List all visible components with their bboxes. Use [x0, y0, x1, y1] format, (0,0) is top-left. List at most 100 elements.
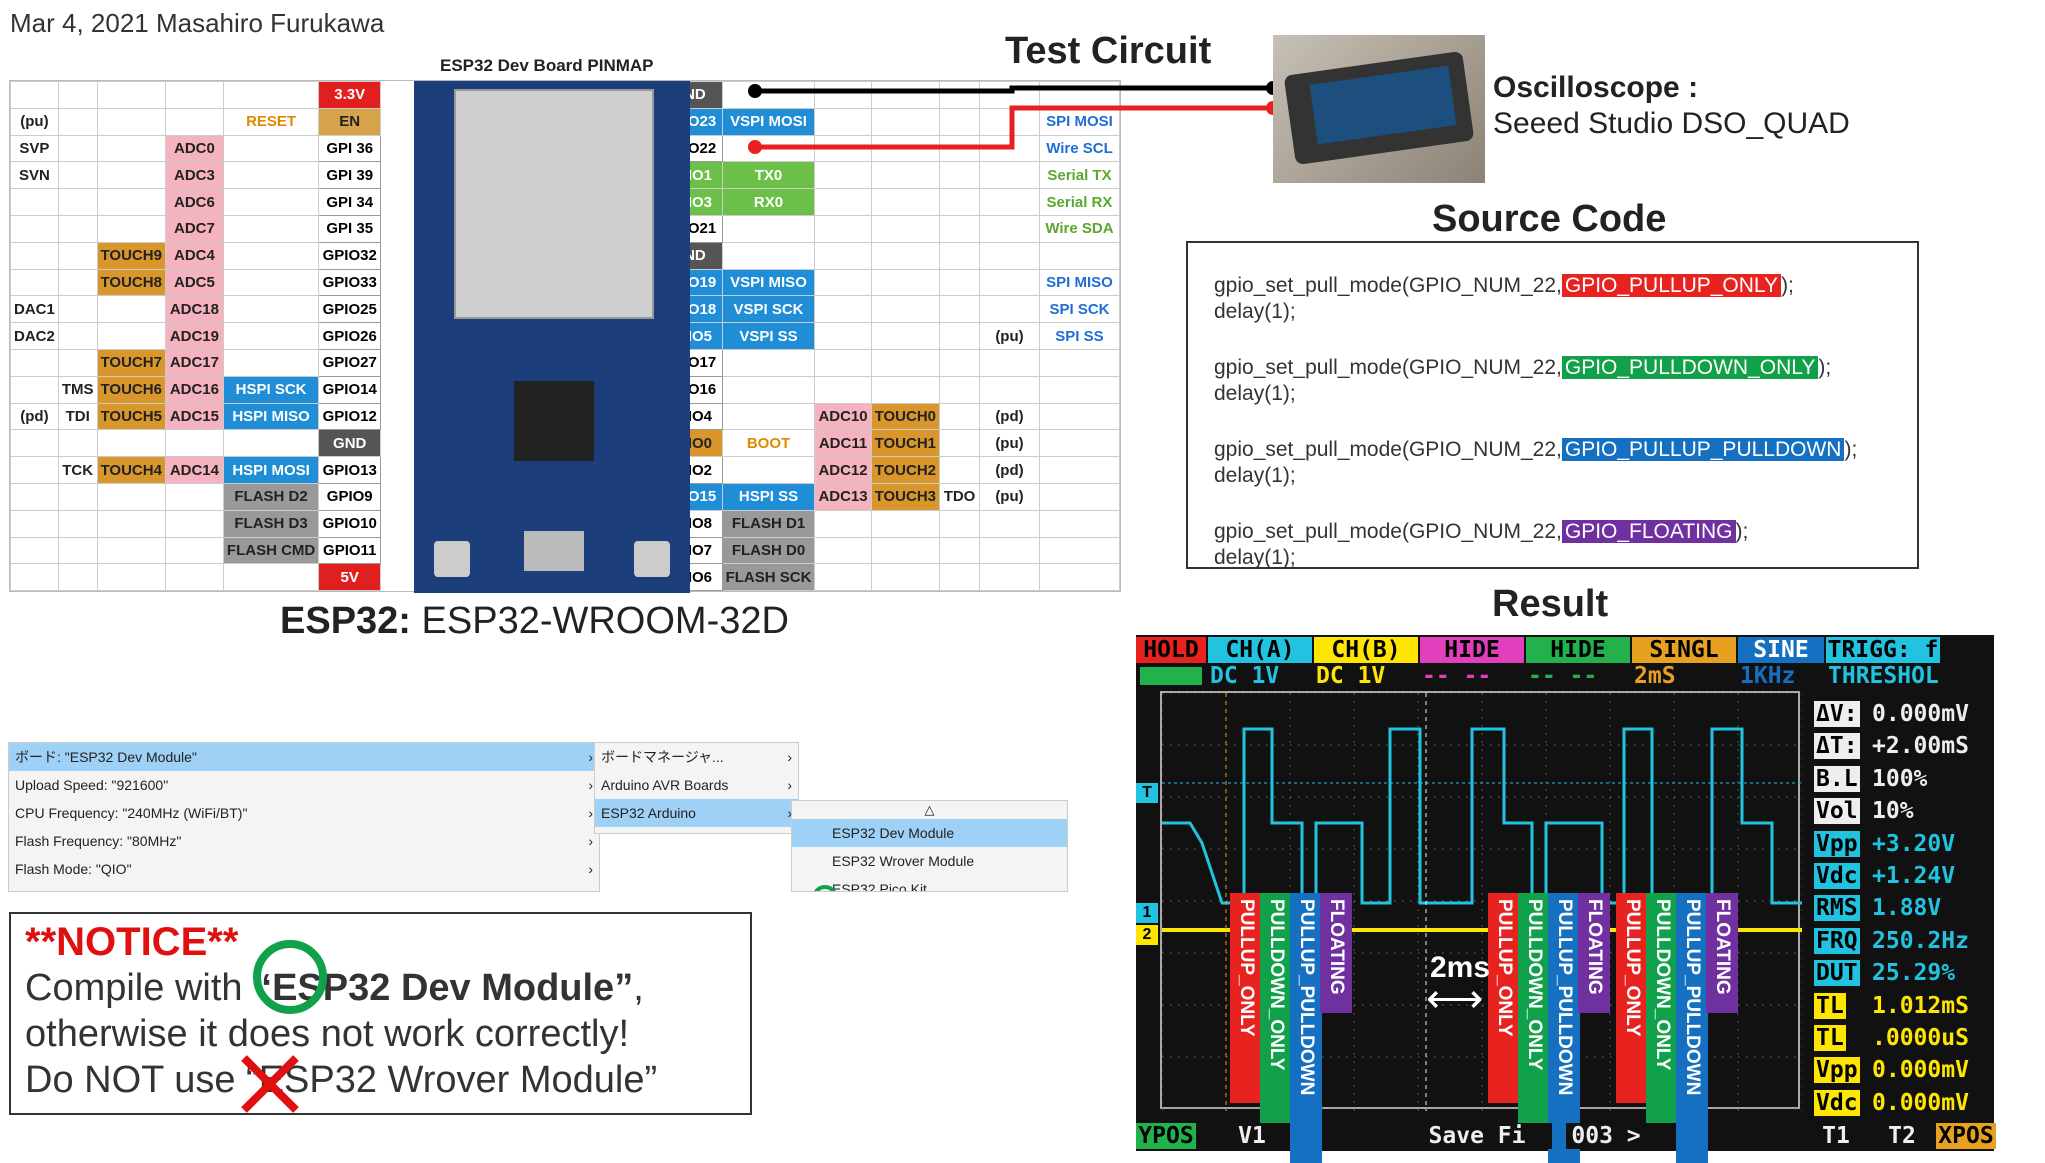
code-prefix: gpio_set_pull_mode(GPIO_NUM_22,: [1214, 356, 1562, 379]
scope-readout-value: 100%: [1872, 765, 1928, 792]
pin-cell-right: [979, 214, 1040, 243]
scope-top-label[interactable]: CH(A): [1208, 637, 1312, 663]
pin-cell-right: [721, 375, 816, 404]
board-menu-item[interactable]: Flash Frequency: "80MHz"›: [9, 827, 599, 855]
board-list-item[interactable]: ESP32 Wrover Module: [792, 847, 1067, 875]
chevron-right-icon: ›: [588, 777, 593, 793]
pin-cell-left: (pd): [10, 402, 59, 431]
pin-cell-left: [96, 322, 166, 350]
scope-bottom-label[interactable]: T2: [1872, 1123, 1932, 1149]
pin-cell-right: [870, 295, 941, 324]
scope-readout-value: 0.000mV: [1872, 1057, 1969, 1084]
sub-menu-item[interactable]: Arduino AVR Boards›: [595, 771, 798, 799]
pin-cell-left: GPIO13: [318, 456, 382, 484]
scope-bottom-label[interactable]: V1: [1222, 1123, 1282, 1149]
pin-cell-left: GPI 36: [318, 134, 382, 163]
pin-cell-right: [939, 509, 981, 538]
board-list-item[interactable]: ESP32 Dev Module: [792, 819, 1067, 847]
pin-cell-right: VSPI SS: [721, 322, 816, 350]
pin-cell-right: TOUCH0: [870, 402, 941, 431]
pin-cell-left: HSPI MISO: [222, 402, 320, 431]
pin-cell-right: Wire SDA: [1038, 214, 1121, 243]
notice-line-1-bold: “ESP32 Dev Module”: [253, 967, 634, 1009]
code-prefix: gpio_set_pull_mode(GPIO_NUM_22,: [1214, 438, 1562, 461]
pin-cell-left: [164, 81, 224, 109]
source-code-box: gpio_set_pull_mode(GPIO_NUM_22,GPIO_PULL…: [1186, 241, 1919, 569]
tools-menu: ボード: "ESP32 Dev Module"›Upload Speed: "9…: [8, 742, 600, 892]
pin-cell-left: GPIO14: [318, 375, 382, 404]
pulse-label: FLOATING: [1578, 893, 1610, 1013]
scope-readout-value: 0.000mV: [1872, 701, 1969, 727]
esp32-caption-bold: ESP32:: [280, 600, 411, 642]
pin-cell-left: [96, 429, 166, 458]
scroll-up-icon[interactable]: △: [924, 802, 935, 817]
pin-cell-left: [57, 322, 98, 350]
scope-bottom-label[interactable]: Save Fi: [1402, 1123, 1552, 1149]
scope-readout-value: 1.88V: [1872, 895, 1942, 922]
pin-cell-left: GPIO26: [318, 322, 382, 350]
scope-readout-value: 250.2Hz: [1872, 927, 1969, 954]
pulse-label: PULLDOWN_ONLY: [1646, 893, 1678, 1123]
scope-top-label[interactable]: CH(B): [1314, 637, 1418, 663]
pin-cell-left: GPIO11: [318, 536, 382, 565]
gnd-wire: [755, 85, 1273, 94]
pin-cell-left: [57, 295, 98, 324]
board-list-label: ESP32 Pico Kit: [832, 881, 927, 892]
scope-bottom-label[interactable]: YPOS: [1136, 1123, 1196, 1149]
pin-cell-right: SPI SCK: [1038, 295, 1121, 324]
pulse-label: FLOATING: [1320, 893, 1352, 1013]
pin-cell-right: [870, 563, 941, 592]
pin-cell-left: DAC2: [10, 322, 59, 350]
scope-top-label[interactable]: HIDE: [1420, 637, 1524, 663]
scope-top-label[interactable]: HIDE: [1526, 637, 1630, 663]
board-menu-item[interactable]: ボード: "ESP32 Dev Module"›: [9, 743, 599, 771]
code-prefix: gpio_set_pull_mode(GPIO_NUM_22,: [1214, 274, 1562, 297]
board-menu-item[interactable]: CPU Frequency: "240MHz (WiFi/BT)"›: [9, 799, 599, 827]
scope-bottom-label[interactable]: T1: [1806, 1123, 1866, 1149]
board-list-item[interactable]: ESP32 Pico Kit: [792, 875, 1067, 892]
span-arrow: ⟷: [1426, 977, 1484, 1021]
scope-top-label[interactable]: SINE: [1738, 637, 1824, 663]
pin-cell-left: FLASH D2: [222, 482, 320, 511]
pin-cell-left: RESET: [222, 107, 320, 136]
source-code-title: Source Code: [1432, 198, 1667, 240]
scope-top-label[interactable]: TRIGG: f: [1826, 637, 1940, 663]
pin-cell-right: [721, 214, 816, 243]
battery-icon: [1140, 667, 1202, 685]
pin-cell-right: [814, 161, 872, 190]
pin-cell-left: [222, 188, 320, 216]
byline: Mar 4, 2021 Masahiro Furukawa: [10, 8, 385, 38]
pin-cell-right: ADC12: [814, 456, 872, 484]
pin-cell-left: [10, 509, 59, 538]
code-mode: GPIO_PULLUP_PULLDOWN: [1561, 438, 1845, 461]
pin-cell-left: GND: [318, 429, 382, 458]
pin-cell-right: [870, 107, 941, 136]
scope-bottom-label[interactable]: 003 >: [1566, 1123, 1646, 1149]
pin-cell-left: ADC19: [164, 322, 224, 350]
pin-cell-right: SPI MISO: [1038, 268, 1121, 297]
scope-top-label[interactable]: HOLD: [1136, 637, 1206, 663]
pin-cell-right: ADC11: [814, 429, 872, 458]
pin-cell-right: [814, 107, 872, 136]
sub-menu-item[interactable]: ESP32 Arduino›: [595, 799, 798, 827]
pin-cell-left: [96, 188, 166, 216]
pulse-label: PULLUP_PULLDOWN: [1290, 893, 1322, 1163]
scope-bottom-label[interactable]: XPOS: [1936, 1123, 1996, 1149]
chevron-right-icon: ›: [787, 777, 792, 793]
pin-cell-right: [939, 563, 981, 592]
scope-readout-value: .0000uS: [1872, 1025, 1969, 1051]
pin-cell-right: TOUCH3: [870, 482, 941, 511]
pin-cell-right: Serial TX: [1038, 161, 1121, 190]
scope-top-label[interactable]: SINGL: [1632, 637, 1736, 663]
pin-cell-right: [979, 563, 1040, 592]
scope-readout-key: Vpp: [1814, 1057, 1860, 1084]
pin-cell-right: SPI SS: [1038, 322, 1121, 350]
board-menu-item[interactable]: Upload Speed: "921600"›: [9, 771, 599, 799]
sub-menu-item[interactable]: ボードマネージャ...›: [595, 743, 798, 771]
code-call: gpio_set_pull_mode(GPIO_NUM_22,GPIO_PULL…: [1214, 437, 1891, 463]
board-menu-item[interactable]: Flash Mode: "QIO"›: [9, 855, 599, 883]
pin-cell-left: [57, 107, 98, 136]
board-menu-label: ボード: "ESP32 Dev Module": [15, 749, 197, 765]
scope-readout-key: Vol: [1814, 798, 1860, 825]
